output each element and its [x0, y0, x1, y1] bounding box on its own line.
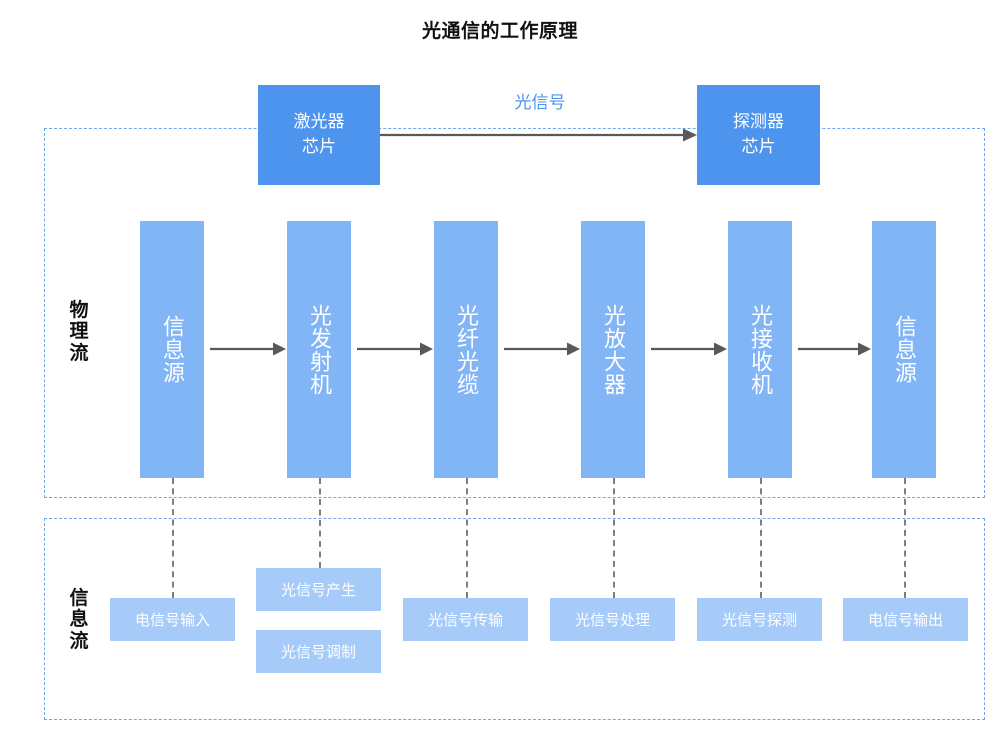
laser-chip-label-line2: 芯片	[302, 137, 336, 156]
physical-flow-lane	[44, 128, 985, 498]
stage-label: 光放大器	[600, 303, 626, 396]
flow-arrow-1	[210, 342, 286, 356]
info-box-label: 光信号产生	[280, 582, 356, 599]
info-flow-label: 信息流	[69, 588, 89, 652]
stage-box-5[interactable]: 光接收机	[728, 221, 792, 478]
info-box-2[interactable]: 光信号产生	[256, 568, 381, 611]
info-box-1[interactable]: 电信号输入	[110, 598, 235, 641]
info-box-label: 光信号传输	[427, 612, 503, 629]
laser-chip-box[interactable]: 激光器 芯片	[258, 85, 380, 185]
page-title: 光通信的工作原理	[421, 21, 578, 42]
connector-line-5	[760, 478, 762, 598]
info-box-label: 电信号输入	[134, 612, 210, 629]
flow-arrow-2	[357, 342, 433, 356]
detector-chip-label-line1: 探测器	[733, 112, 784, 132]
stage-label: 信息源	[159, 315, 185, 384]
connector-line-2	[319, 478, 321, 568]
stage-box-6[interactable]: 信息源	[872, 221, 936, 478]
info-box-6[interactable]: 光信号探测	[697, 598, 822, 641]
info-box-4[interactable]: 光信号传输	[403, 598, 528, 641]
flow-arrow-4	[651, 342, 727, 356]
info-flow-lane	[44, 518, 985, 720]
stage-box-1[interactable]: 信息源	[140, 221, 204, 478]
detector-chip-box[interactable]: 探测器 芯片	[697, 85, 820, 185]
physical-flow-label: 物理流	[69, 300, 89, 364]
connector-line-6	[904, 478, 906, 598]
connector-line-1	[172, 478, 174, 598]
stage-box-2[interactable]: 光发射机	[287, 221, 351, 478]
info-box-7[interactable]: 电信号输出	[843, 598, 968, 641]
optical-signal-arrow-icon	[380, 128, 697, 142]
info-box-5[interactable]: 光信号处理	[550, 598, 675, 641]
flow-arrow-3	[504, 342, 580, 356]
laser-chip-label-line1: 激光器	[293, 112, 345, 132]
info-box-label: 电信号输出	[867, 612, 943, 629]
stage-box-3[interactable]: 光纤光缆	[434, 221, 498, 478]
stage-label: 光纤光缆	[453, 303, 479, 396]
stage-label: 光接收机	[747, 303, 773, 396]
info-box-label: 光信号探测	[721, 612, 797, 629]
connector-line-4	[613, 478, 615, 598]
info-box-label: 光信号处理	[574, 612, 650, 629]
detector-chip-label-line2: 芯片	[741, 137, 776, 156]
info-box-3[interactable]: 光信号调制	[256, 630, 381, 673]
flow-arrow-5	[798, 342, 871, 356]
stage-label: 信息源	[891, 315, 917, 384]
info-box-label: 光信号调制	[280, 644, 356, 661]
optical-signal-label: 光信号	[514, 93, 566, 112]
connector-line-3	[466, 478, 468, 598]
stage-box-4[interactable]: 光放大器	[581, 221, 645, 478]
stage-label: 光发射机	[306, 303, 332, 396]
